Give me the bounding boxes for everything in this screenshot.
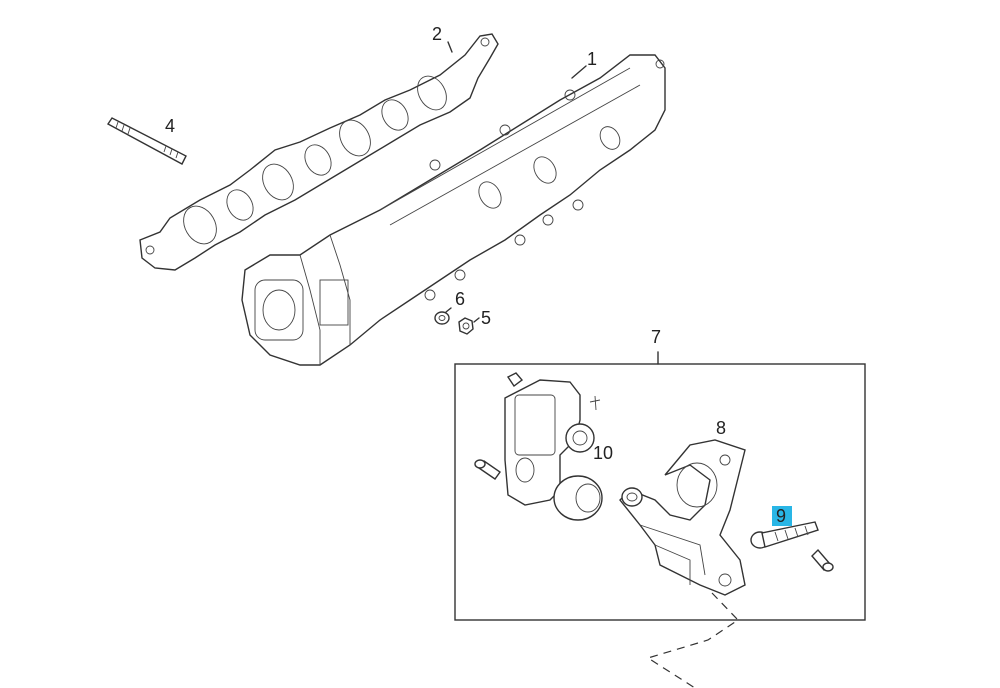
stud-part-4[interactable] xyxy=(106,117,187,165)
washer-part-6[interactable] xyxy=(434,311,450,325)
nut-part-5[interactable] xyxy=(458,317,474,335)
callout-7: 7 xyxy=(651,327,661,347)
leader-2 xyxy=(447,41,453,53)
dashed-leader xyxy=(646,592,739,688)
part-9-highlight xyxy=(772,506,792,526)
callout-1: 1 xyxy=(587,49,597,69)
callout-4: 4 xyxy=(165,116,175,136)
gasket-part-2[interactable] xyxy=(139,33,499,271)
leader-6 xyxy=(445,307,452,313)
bolt-part-9-lower[interactable] xyxy=(811,548,834,572)
pin-part-9[interactable] xyxy=(750,521,819,549)
callout-8: 8 xyxy=(716,418,726,438)
leader-1 xyxy=(571,65,587,79)
part-7-group-frame xyxy=(454,363,866,621)
callout-10: 10 xyxy=(593,443,613,463)
intake-manifold-part-1[interactable] xyxy=(241,54,666,366)
callout-6: 6 xyxy=(455,289,465,309)
callout-5: 5 xyxy=(481,308,491,328)
throttle-body-part-10[interactable] xyxy=(504,372,603,521)
bolt-part-10-left[interactable] xyxy=(474,459,501,480)
callout-2: 2 xyxy=(432,24,442,44)
leader-5 xyxy=(473,317,480,323)
bracket-part-8[interactable] xyxy=(619,439,746,596)
callout-9: 9 xyxy=(776,506,786,526)
